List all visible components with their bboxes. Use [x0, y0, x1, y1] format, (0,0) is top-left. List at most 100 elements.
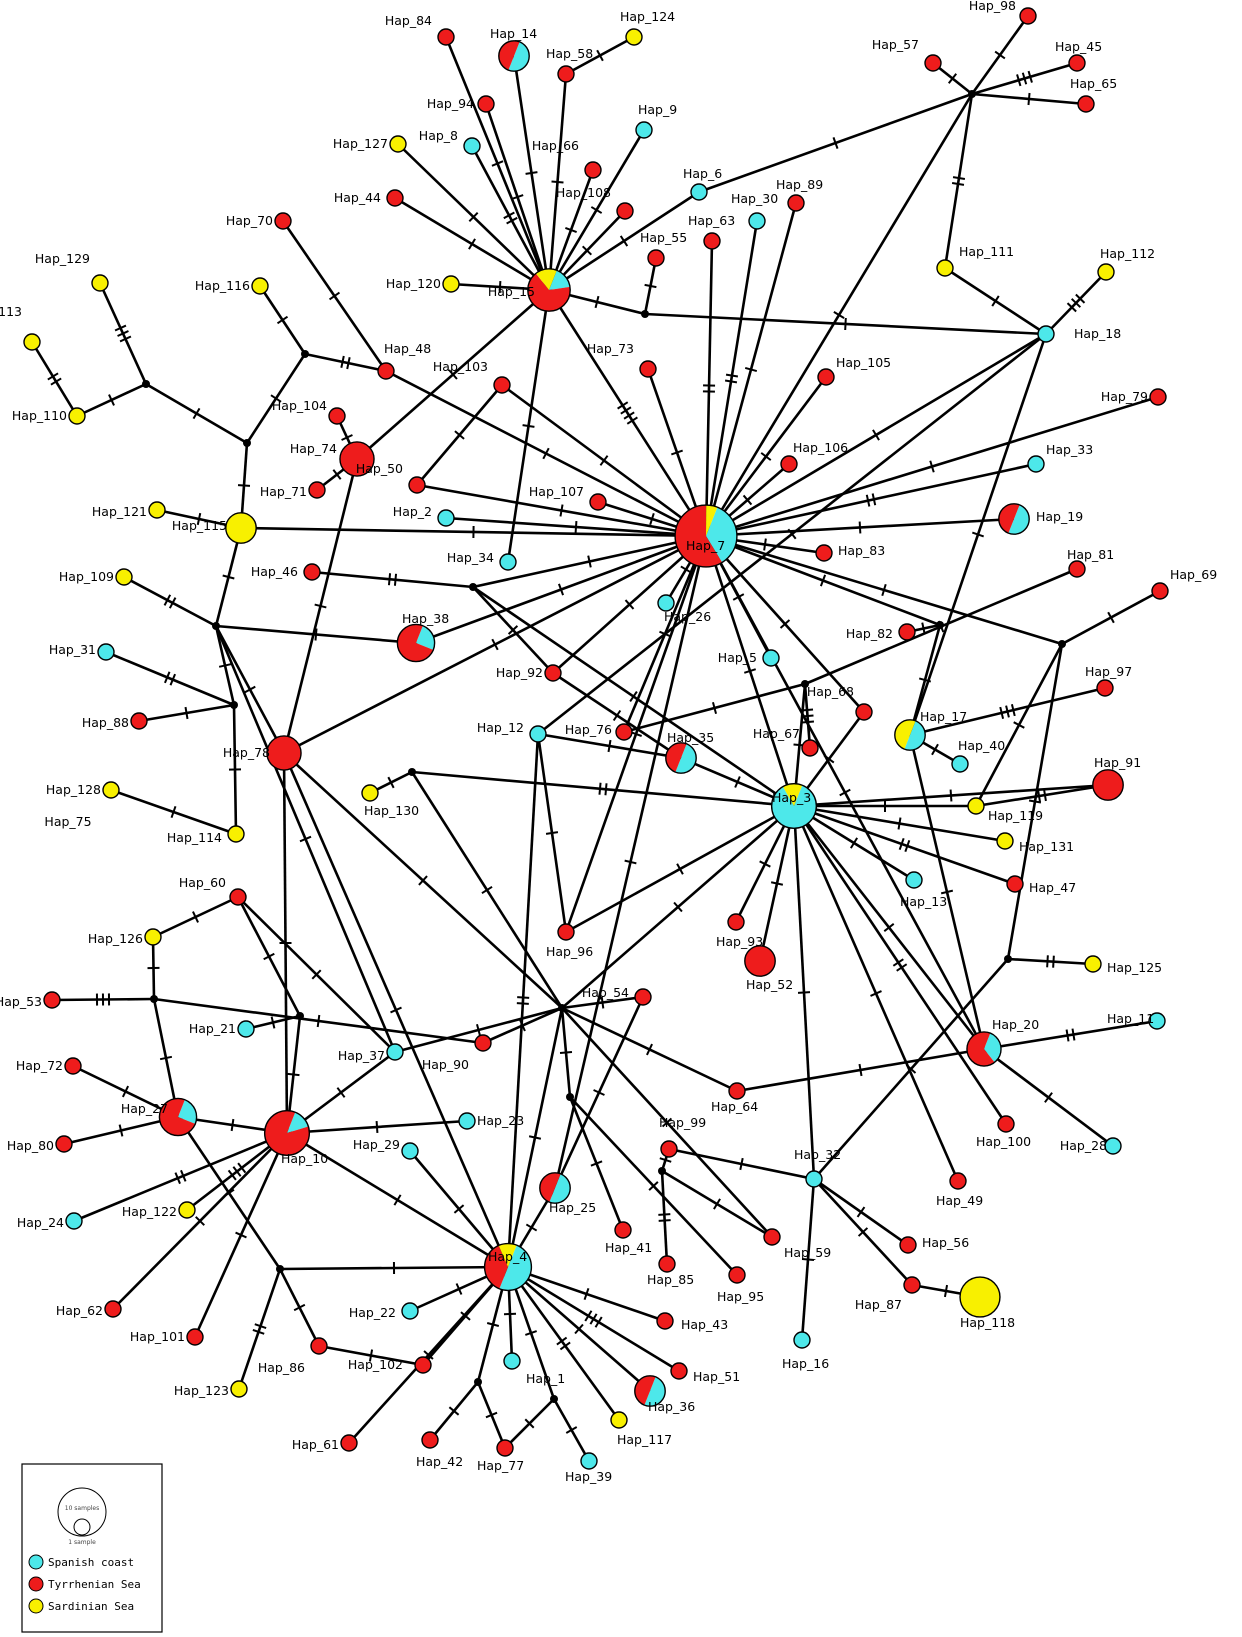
median-vector-node: [230, 701, 238, 709]
mutation-tick: [760, 452, 772, 461]
node-label: Hap_87: [855, 1297, 902, 1312]
node-label: Hap_43: [681, 1317, 728, 1332]
median-vector-node: [558, 1004, 566, 1012]
node-label: Hap_83: [838, 543, 885, 558]
mutation-tick: [516, 1002, 529, 1005]
mutation-tick: [574, 1323, 584, 1335]
node-outline: [401, 1142, 419, 1160]
pie-slice-tyrrhenian: [781, 456, 797, 472]
mutation-tick: [341, 434, 353, 441]
mutation-tick: [448, 1406, 460, 1416]
median-vector-node: [641, 310, 649, 318]
node-label: Hap_101: [130, 1329, 185, 1344]
mutation-tick: [833, 311, 845, 319]
pie-slice-tyrrhenian: [484, 1245, 508, 1289]
node-label: Hap_44: [334, 190, 381, 205]
node-outline: [97, 643, 115, 661]
haplotype-node-hap-127: [389, 135, 407, 153]
pie-slice-tyrrhenian: [925, 55, 941, 71]
node-outline: [178, 1201, 196, 1219]
haplotype-node-hap-63: [703, 232, 721, 250]
pie-slice-sardinian: [145, 929, 161, 945]
node-label: Hap_102: [348, 1357, 403, 1372]
haplotype-node-hap-33: [1027, 455, 1045, 473]
pie-slice-tyrrhenian: [659, 1256, 675, 1272]
mutation-tick: [644, 283, 657, 289]
haplotype-node-hap-41: [614, 1221, 632, 1239]
haplotype-node-hap-61: [340, 1434, 358, 1452]
pie-slice-spanish: [499, 1245, 532, 1291]
node-outline: [580, 1452, 598, 1470]
mutation-tick: [1005, 705, 1010, 718]
edge-Hap_119-Hap_91: [975, 783, 1109, 808]
mutation-tick: [551, 180, 564, 184]
haplotype-node-hap-130: [361, 784, 379, 802]
mutation-tick: [658, 1219, 671, 1222]
node-outline: [340, 1434, 358, 1452]
node-label: Hap_45: [1055, 39, 1102, 54]
mutation-tick: [368, 1349, 374, 1362]
node-label: Hap_117: [617, 1432, 672, 1447]
pie-slice-tyrrhenian: [661, 1141, 677, 1157]
median-vector-node: [276, 1265, 284, 1273]
node-label: Hap_79: [1101, 389, 1148, 404]
node-outline: [308, 481, 326, 499]
pie-slice-tyrrhenian: [665, 742, 687, 773]
node-label: Hap_49: [936, 1193, 983, 1208]
mutation-tick: [673, 901, 683, 913]
mutation-tick: [332, 469, 342, 480]
mutation-tick: [1027, 70, 1033, 83]
pie-slice-sardinian: [225, 512, 257, 544]
haplotype-node-hap-104: [328, 407, 346, 425]
pie-slice-tyrrhenian: [634, 1375, 656, 1406]
pie-slice-sardinian: [535, 268, 557, 290]
mutation-tick: [823, 754, 835, 764]
pie-slice-spanish: [771, 785, 817, 829]
node-label: Hap_14: [490, 26, 537, 41]
mutation-tick: [612, 709, 622, 722]
haplotype-node-hap-26: [657, 594, 675, 612]
mutation-tick: [524, 1418, 535, 1429]
haplotype-node-hap-4: [483, 1242, 533, 1292]
node-outline: [997, 1115, 1015, 1133]
node-outline: [951, 755, 969, 773]
mutation-tick: [624, 859, 637, 865]
node-outline: [408, 476, 426, 494]
mutation-tick: [858, 1063, 863, 1077]
node-label: Hap_24: [17, 1215, 64, 1230]
pie-slice-sardinian: [968, 798, 984, 814]
haplotype-node-hap-125: [1084, 955, 1102, 973]
node-outline: [634, 1375, 666, 1407]
mutation-tick: [921, 622, 926, 635]
pie-slice-tyrrhenian: [998, 503, 1020, 534]
legend-size-large: [57, 1487, 107, 1537]
haplotype-node-hap-105: [817, 368, 835, 386]
mutation-tick: [423, 1350, 434, 1360]
node-label: Hap_65: [1070, 76, 1117, 91]
haplotype-node-hap-57: [924, 54, 942, 72]
mutation-tick: [314, 628, 318, 641]
node-outline: [658, 1255, 676, 1273]
edge-Hap_15-Hap_8: [470, 145, 551, 291]
mutation-tick: [1107, 611, 1115, 624]
pie-slice-sardinian: [24, 334, 40, 350]
haplotype-node-hap-70: [274, 212, 292, 230]
node-label: Hap_88: [82, 715, 129, 730]
haplotype-node-hap-108: [616, 202, 634, 220]
edge-Hap_10-Hap_24: [73, 1131, 288, 1223]
edge-mv_85-Hap_85: [660, 1170, 669, 1265]
node-label: Hap_112: [1100, 246, 1155, 261]
pie-slice-spanish: [438, 510, 454, 526]
node-outline: [966, 1031, 1002, 1067]
node-label: Hap_93: [716, 934, 763, 949]
haplotype-node-hap-48: [377, 362, 395, 380]
mutation-tick: [593, 1089, 605, 1096]
mutation-tick: [856, 1206, 866, 1218]
pie-slice-sardinian: [706, 505, 718, 536]
haplotype-node-hap-10: [263, 1109, 311, 1157]
pie-slice-spanish: [806, 1171, 822, 1187]
mutation-tick: [486, 1322, 500, 1327]
node-label: Hap_35: [667, 730, 714, 745]
node-label: Hap_59: [784, 1245, 831, 1260]
mutation-tick: [390, 1006, 402, 1014]
